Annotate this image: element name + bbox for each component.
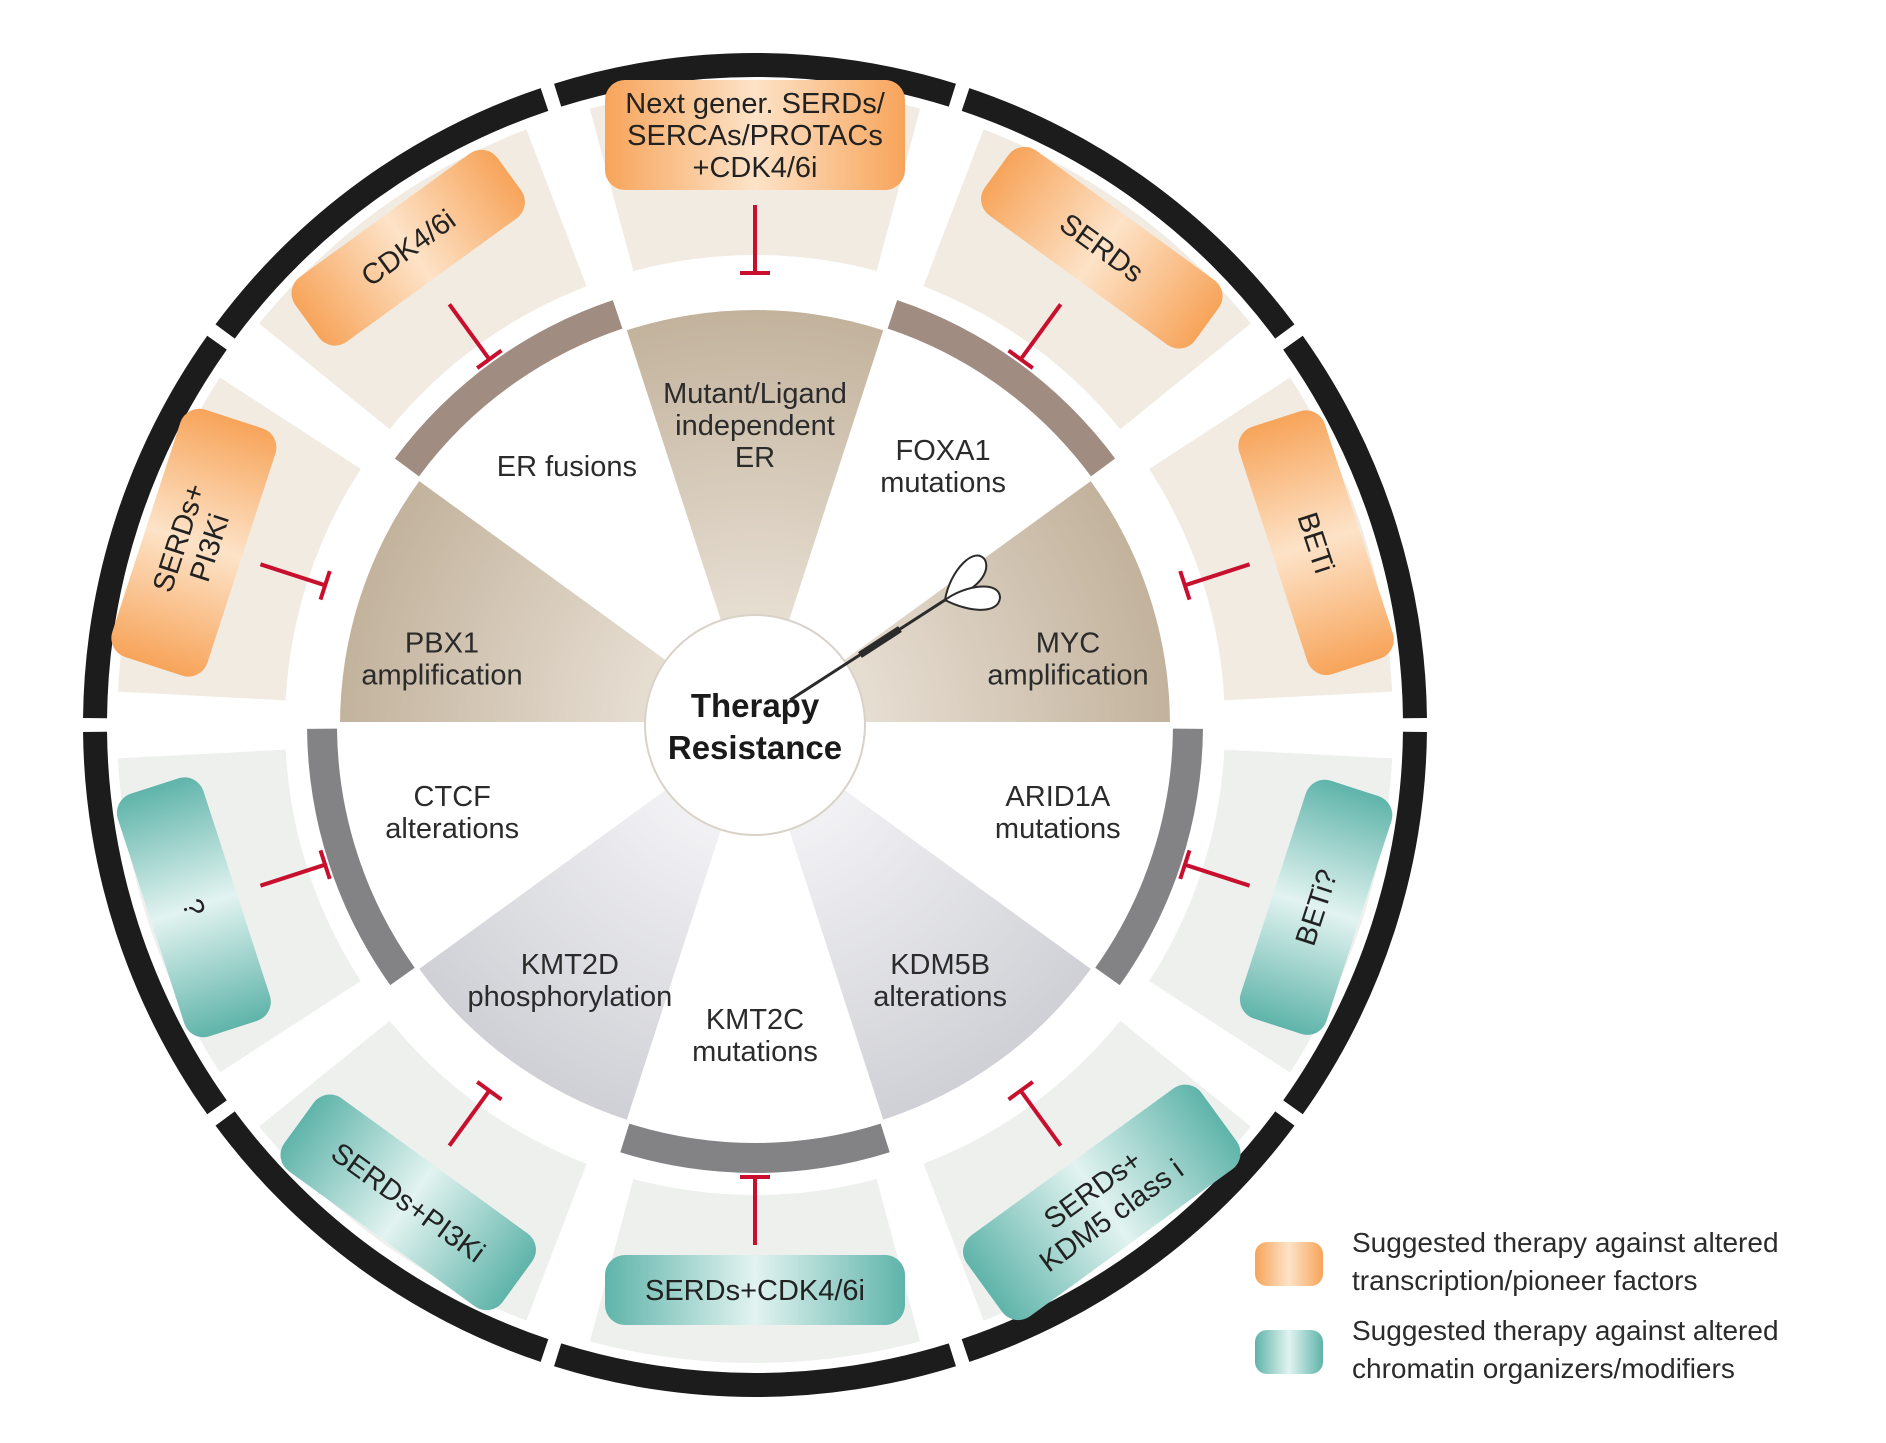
segment-label: phosphorylation	[467, 981, 672, 1013]
therapy-pill: BETi	[1238, 410, 1394, 676]
outer-ring-segment	[83, 731, 227, 1115]
outer-ring-segment	[554, 1343, 956, 1397]
outer-ring-segment	[961, 1111, 1295, 1362]
outer-ring-segment	[215, 1111, 549, 1362]
inhibition-marker	[447, 303, 503, 370]
therapy-pill-shape	[111, 408, 277, 677]
segment-label: CTCF	[414, 781, 491, 813]
therapy-pill-shape	[605, 80, 905, 190]
therapy-pill: Next gener. SERDs/SERCAs/PROTACs+CDK4/6i	[605, 80, 905, 190]
segment-label: mutations	[692, 1036, 818, 1068]
segment-arc	[887, 300, 1116, 477]
segment-label: independent	[675, 410, 835, 442]
segment-label: mutations	[995, 813, 1121, 845]
segment-arc	[307, 728, 415, 986]
segment-label: Mutant/Ligand	[663, 378, 847, 410]
segment-wedge	[419, 725, 755, 1120]
dart-icon	[789, 554, 1002, 702]
inhibition-marker	[740, 1175, 770, 1245]
therapy-pill: ?	[116, 777, 271, 1038]
legend-swatch	[1255, 1330, 1323, 1374]
legend-label: transcription/pioneer factors	[1352, 1265, 1698, 1296]
therapy-pill-shape	[291, 149, 525, 346]
center-circle	[644, 614, 866, 836]
segment-arc	[620, 1123, 890, 1173]
outer-ring-segment	[1283, 731, 1427, 1115]
segment-arc	[1095, 728, 1203, 986]
legend-label: chromatin organizers/modifiers	[1352, 1353, 1735, 1384]
legend-label: Suggested therapy against altered	[1352, 1315, 1779, 1346]
segment-label: KDM5B	[890, 949, 990, 981]
legend-swatch	[1255, 1242, 1323, 1286]
segment-label: FOXA1	[896, 435, 991, 467]
therapy-pill: SERDs	[981, 146, 1223, 349]
therapy-pill-shape	[605, 1255, 905, 1325]
therapy-pill-shape	[981, 146, 1223, 349]
segment-arc	[394, 300, 623, 477]
segment-label: alterations	[385, 813, 519, 845]
therapy-pill-shape	[963, 1084, 1241, 1321]
inhibition-marker	[740, 205, 770, 275]
center-title: Resistance	[668, 729, 842, 766]
therapy-label: Next gener. SERDs/	[625, 88, 885, 120]
inhibition-marker	[1007, 1080, 1063, 1147]
segment-label: KMT2C	[706, 1004, 804, 1036]
therapy-pill: SERDs+KDM5 class i	[963, 1084, 1241, 1321]
segment-wedge	[340, 481, 755, 725]
therapy-pill: SERDs+CDK4/6i	[605, 1255, 905, 1325]
therapy-pill-shape	[280, 1094, 536, 1311]
segment-label: ER fusions	[497, 451, 637, 483]
therapy-label: SERCAs/PROTACs	[627, 120, 883, 152]
segment-label: alterations	[873, 981, 1007, 1013]
segment-label: ARID1A	[1005, 781, 1110, 813]
therapy-label: SERDs+CDK4/6i	[645, 1275, 865, 1307]
segment-label: PBX1	[405, 627, 479, 659]
inhibition-marker	[1007, 303, 1063, 370]
therapy-pill: SERDs+PI3Ki	[111, 408, 277, 677]
segment-label: amplification	[987, 659, 1148, 691]
outer-ring-segment	[1283, 335, 1427, 719]
therapy-pill-shape	[1238, 410, 1394, 676]
segment-label: MYC	[1036, 627, 1100, 659]
therapy-pill-shape	[1239, 779, 1393, 1035]
segment-wedge	[755, 725, 1091, 1120]
outer-ring-segment	[961, 88, 1295, 339]
legend-item: Suggested therapy against altered transcr…	[1255, 1227, 1779, 1296]
outer-ring-segment	[83, 335, 227, 719]
outer-ring-segment	[215, 88, 549, 339]
segment-label: amplification	[361, 659, 522, 691]
inhibition-marker	[1178, 562, 1251, 601]
therapy-pill: BETi?	[1239, 779, 1393, 1035]
outer-ring-segment	[554, 53, 956, 107]
segment-label: ER	[735, 442, 775, 474]
segment-wedge	[626, 310, 884, 725]
therapy-label: +CDK4/6i	[693, 152, 818, 184]
inhibition-marker	[259, 562, 332, 601]
legend-item: Suggested therapy against altered chromat…	[1255, 1315, 1779, 1384]
inhibition-marker	[1178, 849, 1251, 888]
inhibition-marker	[259, 849, 332, 888]
legend-label: Suggested therapy against altered	[1352, 1227, 1779, 1258]
inhibition-marker	[447, 1080, 503, 1147]
therapy-pill-shape	[116, 777, 271, 1038]
segment-label: KMT2D	[521, 949, 619, 981]
segment-label: mutations	[880, 467, 1006, 499]
